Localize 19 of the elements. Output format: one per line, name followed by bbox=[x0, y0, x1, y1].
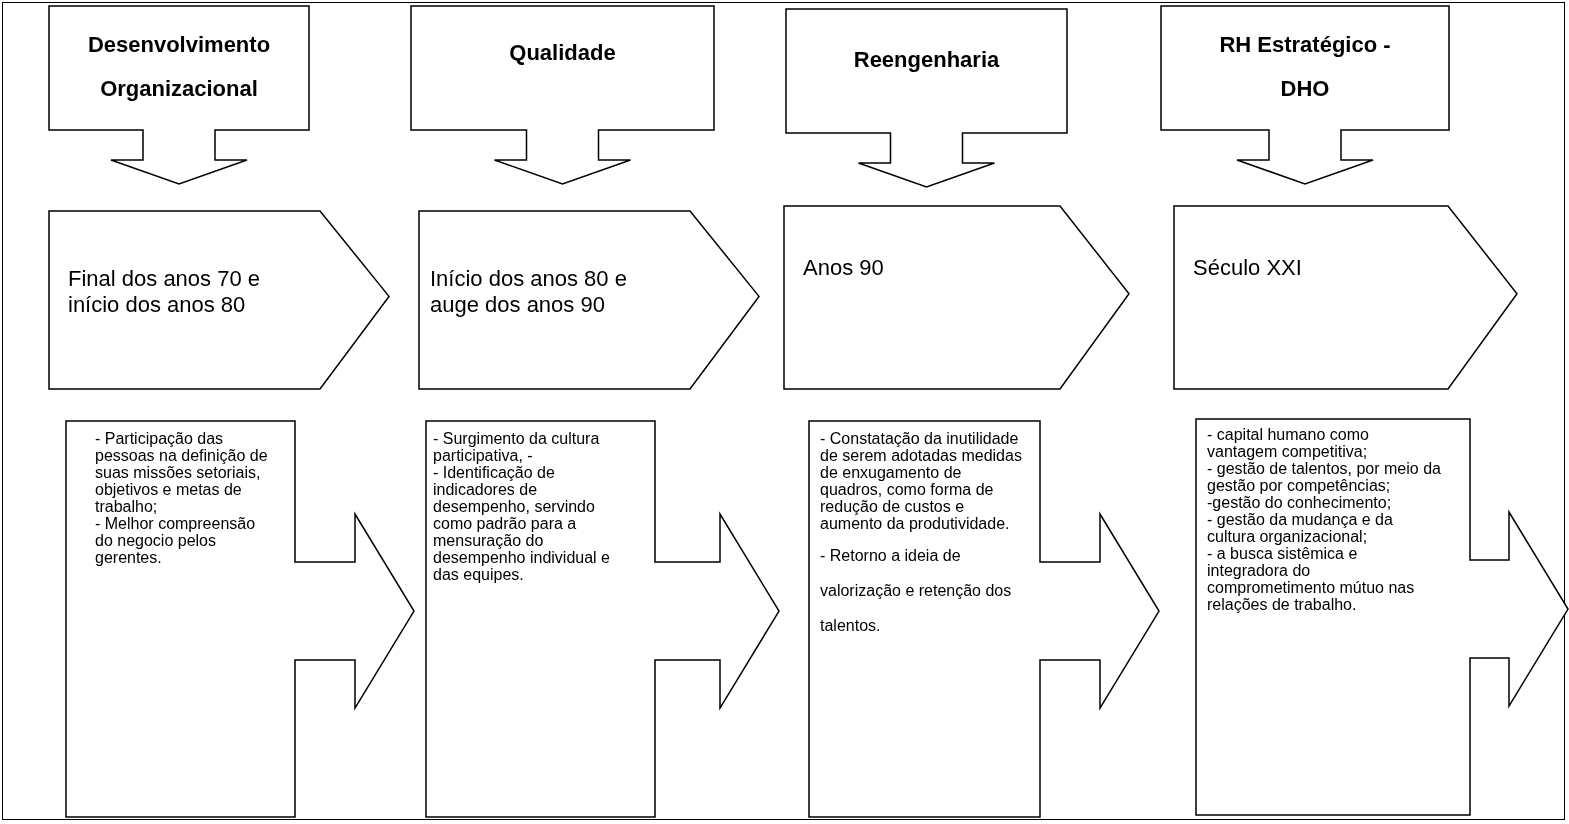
period-label: Final dos anos 70 e início dos anos 80 bbox=[68, 266, 262, 318]
description-text: -gestão do conhecimento; bbox=[1207, 494, 1393, 511]
description-text: - Surgimento da cultura participativa, - bbox=[433, 430, 601, 464]
description-text: - Melhor compreensão do negocio pelos gerentes. bbox=[95, 515, 257, 566]
period-label: Século XXI bbox=[1193, 255, 1303, 281]
description-text: - Participação das pessoas na definição de suas missões setoriais, objetivos e metas de trabalho; bbox=[95, 430, 269, 515]
description-text: - gestão de talentos, por meio da gestão por competências; bbox=[1207, 460, 1442, 494]
description-text: - Constatação da inutilidade de serem adotadas medidas de enxugamento de quadros, como forma de redução de custos e aumento da produtividade. bbox=[820, 430, 1023, 532]
heading: Qualidade bbox=[508, 39, 617, 67]
description-text: - a busca sistêmica e integradora do comprometimento mútuo nas relações de trabalho. bbox=[1207, 545, 1416, 613]
heading: Desenvolvimento Organizacional bbox=[86, 31, 272, 103]
heading: Reengenharia bbox=[852, 46, 1001, 74]
description-text: - Retorno a ideia de valorização e retenção dos talentos. bbox=[820, 546, 1013, 636]
description-text: - capital humano como vantagem competitiva; bbox=[1207, 426, 1370, 460]
period-label: Início dos anos 80 e auge dos anos 90 bbox=[430, 266, 628, 318]
description-text: - gestão da mudança e da cultura organizacional; bbox=[1207, 511, 1394, 545]
description-text: - Identificação de indicadores de desempenho, servindo como padrão para a mensuração do desempenho individual e das equipes. bbox=[433, 464, 611, 583]
heading: RH Estratégico - DHO bbox=[1218, 31, 1392, 103]
period-label: Anos 90 bbox=[803, 255, 885, 281]
